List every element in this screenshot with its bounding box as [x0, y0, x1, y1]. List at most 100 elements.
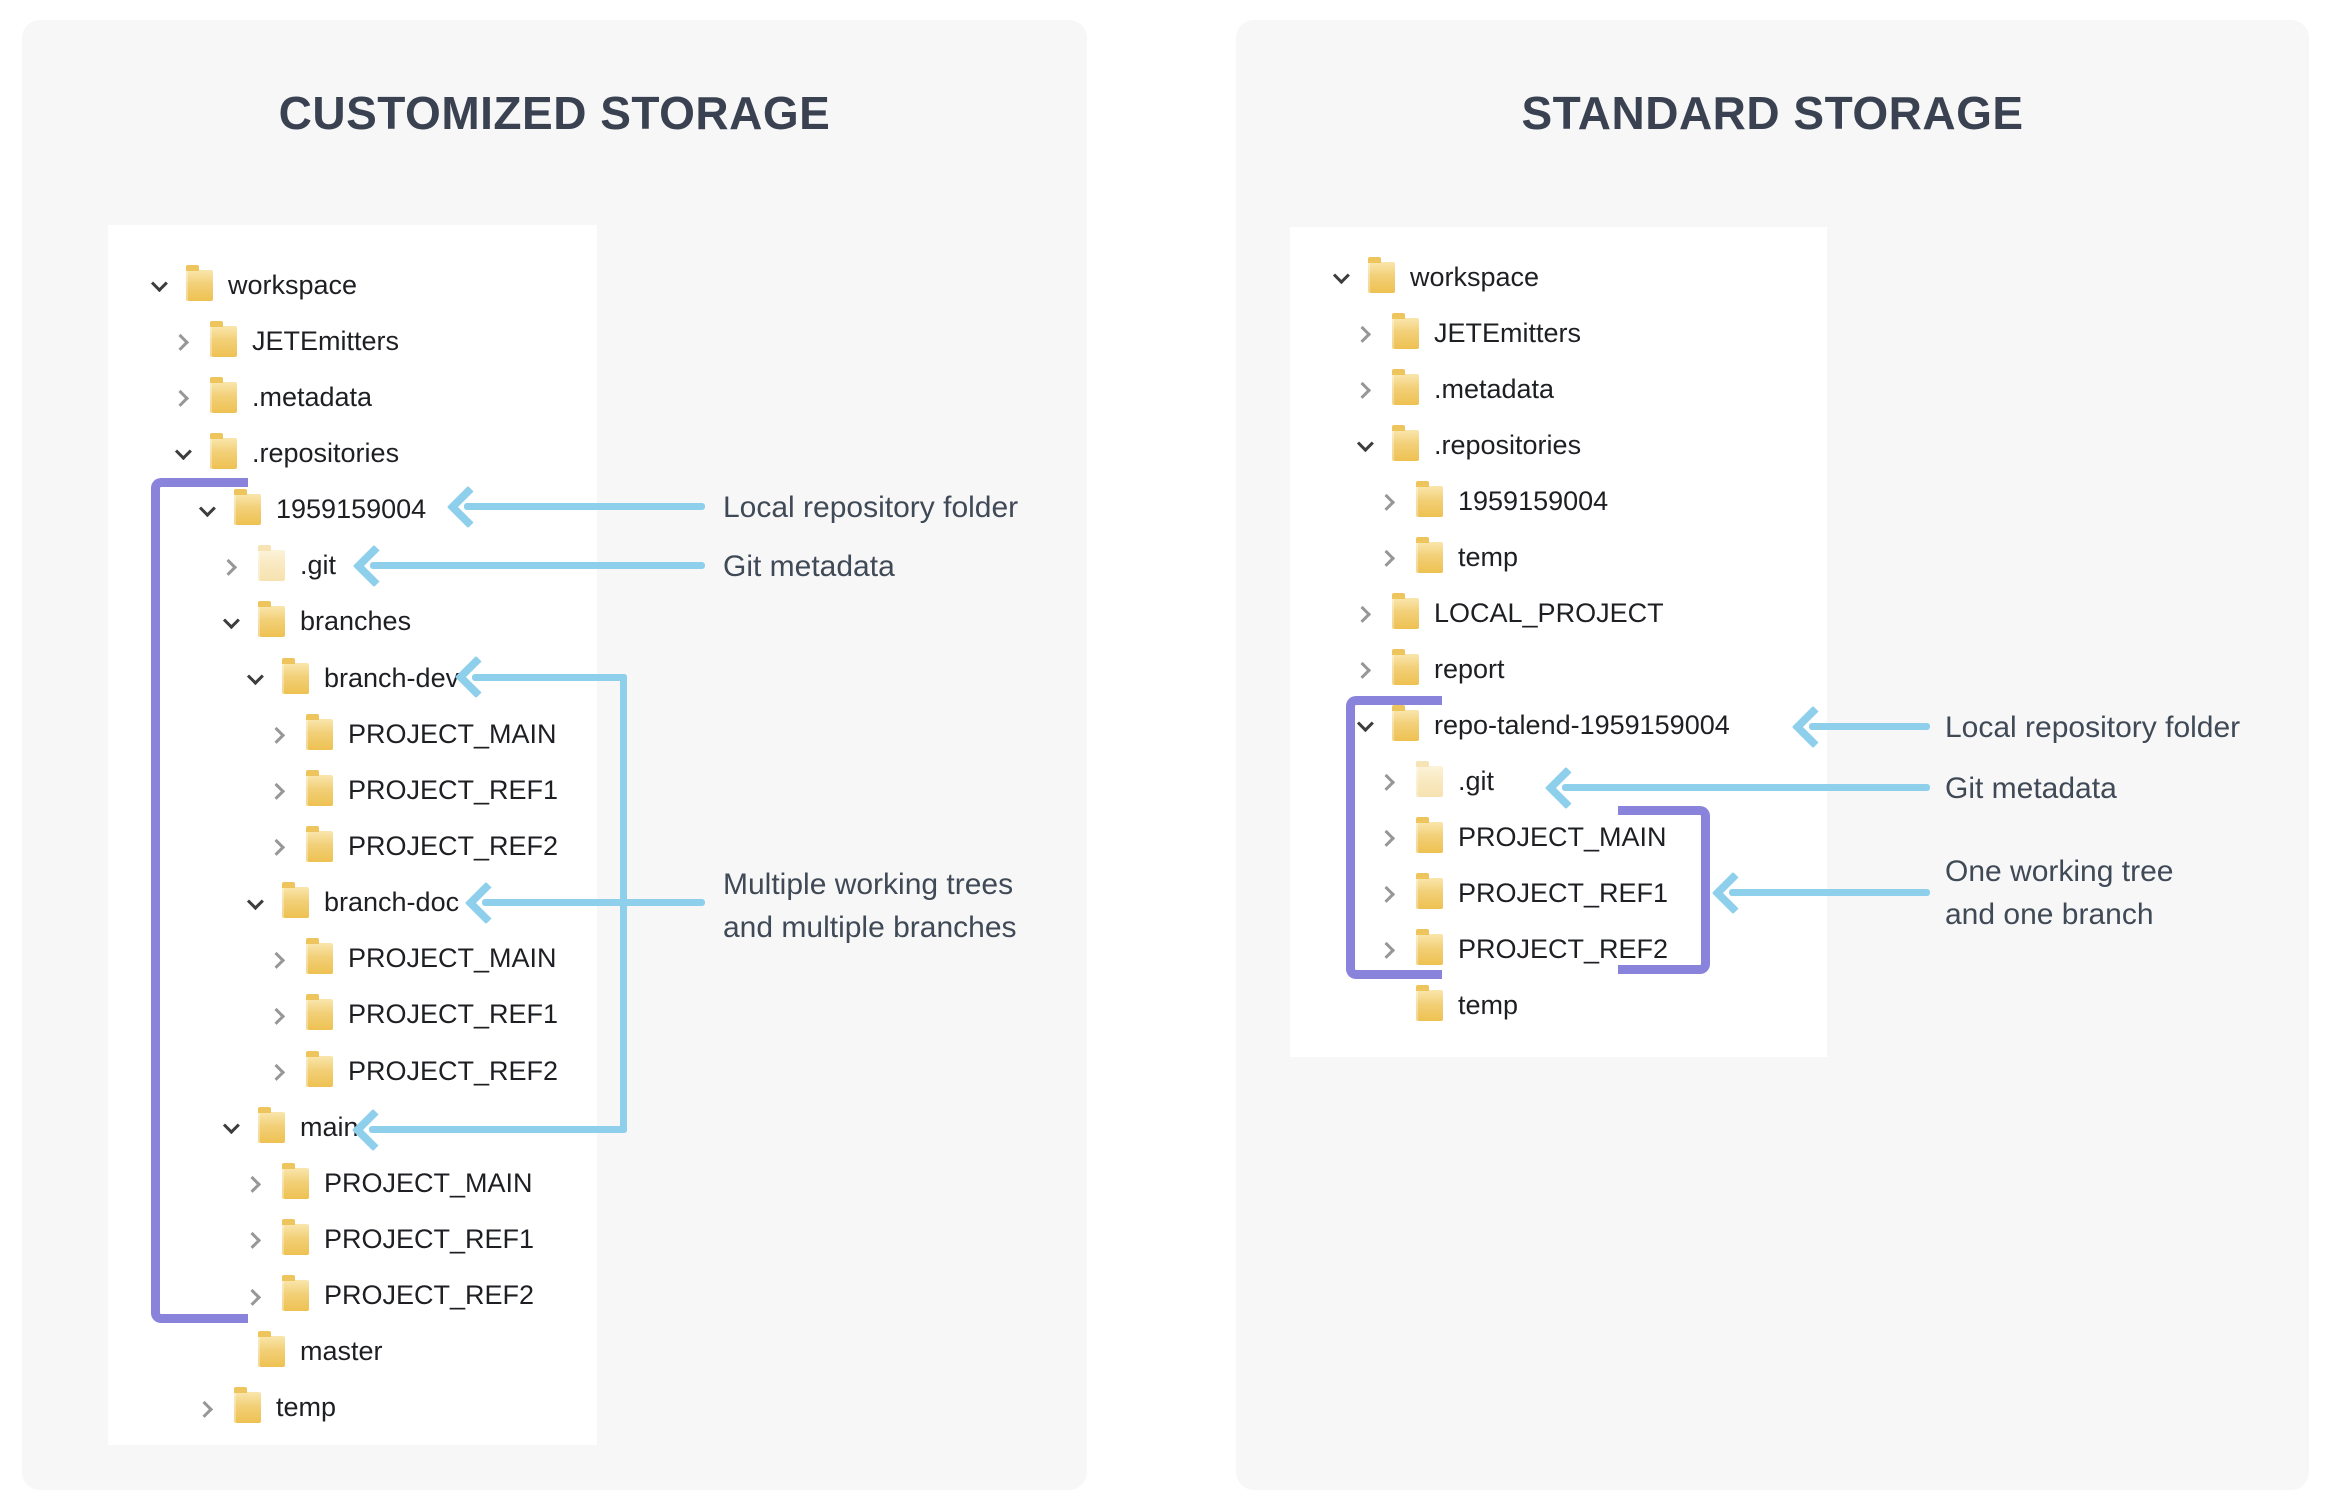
- chevron-right-icon[interactable]: [170, 385, 194, 409]
- note-line: One working tree: [1945, 855, 2174, 888]
- tree-item-label: PROJECT_REF2: [1458, 933, 1669, 964]
- tree-row[interactable]: PROJECT_REF1: [1290, 865, 1827, 921]
- tree-row[interactable]: report: [1290, 641, 1827, 697]
- tree-row[interactable]: 1959159004: [1290, 473, 1827, 529]
- tree-item-label: main: [300, 1111, 359, 1142]
- tree-row[interactable]: .metadata: [108, 369, 597, 425]
- chevron-right-icon[interactable]: [266, 947, 290, 971]
- folder-icon: [282, 1218, 309, 1255]
- tree-row[interactable]: branch-doc: [108, 875, 597, 931]
- tree-item-label: PROJECT_REF1: [324, 1223, 535, 1254]
- tree-item-label: workspace: [1410, 261, 1540, 292]
- tree-row[interactable]: LOCAL_PROJECT: [1290, 585, 1827, 641]
- tree-row[interactable]: .repositories: [108, 425, 597, 481]
- chevron-right-icon[interactable]: [194, 1396, 218, 1420]
- folder-icon: [258, 545, 285, 582]
- tree-row[interactable]: PROJECT_REF2: [1290, 921, 1827, 977]
- tree-row[interactable]: workspace: [1290, 249, 1827, 305]
- tree-row[interactable]: repo-talend-1959159004: [1290, 697, 1827, 753]
- connector-line: [620, 674, 627, 1133]
- tree-row[interactable]: PROJECT_MAIN: [108, 931, 597, 987]
- chevron-right-icon[interactable]: [266, 1059, 290, 1083]
- folder-icon: [210, 376, 237, 413]
- folder-icon: [210, 432, 237, 469]
- folder-icon: [1416, 760, 1443, 797]
- tree-item-label: workspace: [228, 269, 358, 300]
- chevron-right-icon[interactable]: [1352, 657, 1376, 681]
- tree-item-label: .repositories: [1434, 429, 1582, 460]
- arrow-line: [370, 562, 705, 569]
- chevron-right-icon[interactable]: [1376, 489, 1400, 513]
- tree-row[interactable]: PROJECT_REF1: [108, 1211, 597, 1267]
- tree-row[interactable]: .git: [108, 538, 597, 594]
- tree-row[interactable]: JETEmitters: [108, 313, 597, 369]
- chevron-right-icon[interactable]: [1376, 545, 1400, 569]
- tree-row[interactable]: main: [108, 1099, 597, 1155]
- tree-row[interactable]: temp: [1290, 977, 1827, 1033]
- tree-row[interactable]: PROJECT_REF2: [108, 1268, 597, 1324]
- tree-row[interactable]: 1959159004: [108, 482, 597, 538]
- folder-icon: [1392, 648, 1419, 685]
- repo-bracket: [1346, 696, 1442, 979]
- folder-icon: [1416, 816, 1443, 853]
- chevron-right-icon[interactable]: [1352, 321, 1376, 345]
- folder-icon: [282, 1162, 309, 1199]
- chevron-right-icon[interactable]: [1352, 377, 1376, 401]
- chevron-right-icon[interactable]: [170, 329, 194, 353]
- tree-row[interactable]: temp: [108, 1380, 597, 1436]
- folder-icon: [282, 882, 309, 919]
- git-metadata-note: Git metadata: [1945, 772, 2117, 805]
- tree-item-label: branches: [300, 606, 412, 637]
- tree-row[interactable]: JETEmitters: [1290, 305, 1827, 361]
- tree-item-label: temp: [1458, 541, 1519, 572]
- tree-item-label: .metadata: [252, 381, 373, 412]
- tree-item-label: temp: [1458, 989, 1519, 1020]
- folder-icon: [234, 489, 261, 526]
- tree-row[interactable]: branches: [108, 594, 597, 650]
- tree-item-label: temp: [276, 1392, 337, 1423]
- tree-item-label: PROJECT_REF1: [1458, 877, 1669, 908]
- chevron-right-icon[interactable]: [266, 778, 290, 802]
- tree-row[interactable]: PROJECT_REF1: [108, 987, 597, 1043]
- tree-row[interactable]: .git: [1290, 753, 1827, 809]
- chevron-right-icon[interactable]: [266, 722, 290, 746]
- tree-item-label: PROJECT_REF1: [348, 999, 559, 1030]
- tree-row[interactable]: PROJECT_MAIN: [108, 706, 597, 762]
- tree-item-label: 1959159004: [276, 494, 427, 525]
- folder-icon: [210, 320, 237, 357]
- tree-row[interactable]: workspace: [108, 257, 597, 313]
- tree-row[interactable]: PROJECT_REF1: [108, 762, 597, 818]
- chevron-down-icon[interactable]: [1352, 433, 1376, 457]
- chevron-down-icon[interactable]: [146, 273, 170, 297]
- tree-row[interactable]: PROJECT_MAIN: [1290, 809, 1827, 865]
- note-line: and multiple branches: [723, 911, 1017, 944]
- tree-row[interactable]: branch-dev: [108, 650, 597, 706]
- tree-item-label: report: [1434, 653, 1505, 684]
- tree-item-label: JETEmitters: [252, 325, 400, 356]
- folder-icon: [282, 657, 309, 694]
- folder-icon: [1416, 984, 1443, 1021]
- folder-icon: [306, 938, 333, 975]
- chevron-down-icon[interactable]: [1328, 265, 1352, 289]
- arrow-line: [464, 503, 705, 510]
- tree-row[interactable]: PROJECT_MAIN: [108, 1155, 597, 1211]
- chevron-right-icon[interactable]: [266, 1003, 290, 1027]
- tree-row[interactable]: master: [108, 1324, 597, 1380]
- multiple-trees-note: Multiple working trees and multiple bran…: [723, 863, 1017, 949]
- chevron-right-icon[interactable]: [266, 834, 290, 858]
- tree-item-label: .repositories: [252, 437, 400, 468]
- tree-row[interactable]: .repositories: [1290, 417, 1827, 473]
- folder-icon: [1392, 312, 1419, 349]
- tree-row[interactable]: PROJECT_REF2: [108, 1043, 597, 1099]
- tree-item-label: branch-dev: [324, 662, 460, 693]
- tree-row[interactable]: temp: [1290, 529, 1827, 585]
- folder-icon: [1416, 872, 1443, 909]
- tree-row[interactable]: .metadata: [1290, 361, 1827, 417]
- connector-line: [369, 1126, 627, 1133]
- chevron-down-icon[interactable]: [170, 441, 194, 465]
- tree-item-label: PROJECT_REF2: [348, 1055, 559, 1086]
- repo-bracket: [151, 478, 248, 1323]
- chevron-right-icon[interactable]: [1352, 601, 1376, 625]
- tree-row[interactable]: PROJECT_REF2: [108, 818, 597, 874]
